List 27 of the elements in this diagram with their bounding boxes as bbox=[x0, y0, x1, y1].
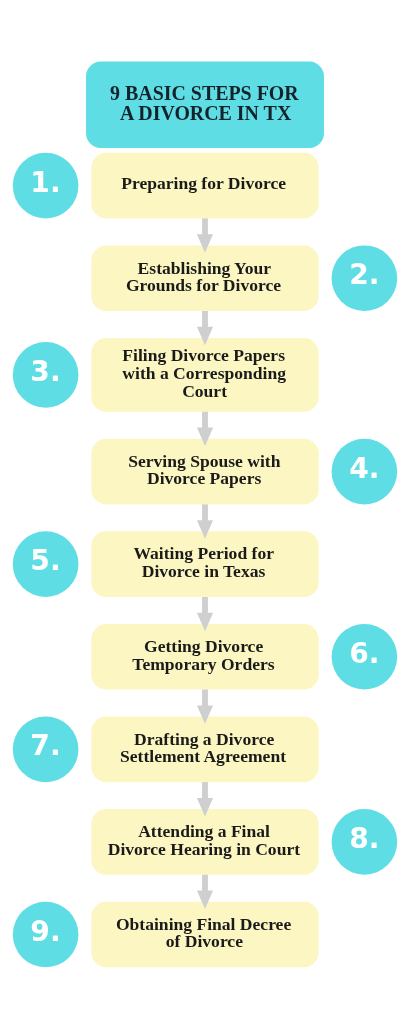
node-circle: 5. bbox=[12, 531, 79, 597]
node-circle: 9. bbox=[12, 901, 79, 968]
node-box: Serving Spouse with Divorce Papers bbox=[91, 438, 319, 505]
arrow bbox=[196, 411, 214, 447]
arrow bbox=[196, 311, 214, 346]
node-box: Attending a Final Divorce Hearing in Court bbox=[91, 809, 319, 875]
node-box: Establishing Your Grounds for Divorce bbox=[91, 245, 319, 311]
arrow bbox=[196, 504, 214, 539]
node-box: Preparing for Divorce bbox=[91, 152, 319, 219]
node-circle: 4. bbox=[331, 438, 398, 505]
node-circle: 7. bbox=[12, 716, 79, 783]
diagram-title: 9 BASIC STEPS FOR A DIVORCE IN TX bbox=[110, 81, 299, 124]
node-circle: 1. bbox=[12, 152, 79, 219]
arrow bbox=[196, 782, 214, 817]
node-box: Drafting a Divorce Settlement Agreement bbox=[91, 716, 319, 783]
node-box: Getting Divorce Temporary Orders bbox=[91, 623, 319, 690]
node-circle: 8. bbox=[331, 809, 398, 875]
node-circle: 3. bbox=[12, 342, 79, 408]
node-box: Waiting Period for Divorce in Texas bbox=[91, 531, 319, 597]
node-circle: 2. bbox=[331, 245, 398, 311]
node-box: Filing Divorce Papers with a Corresponding Court bbox=[91, 337, 319, 412]
arrow bbox=[196, 218, 214, 253]
node-box: Obtaining Final Decree of Divorce bbox=[91, 901, 319, 968]
arrow bbox=[196, 689, 214, 724]
arrow bbox=[196, 874, 214, 909]
arrow bbox=[196, 596, 214, 632]
node-circle: 6. bbox=[331, 623, 398, 690]
